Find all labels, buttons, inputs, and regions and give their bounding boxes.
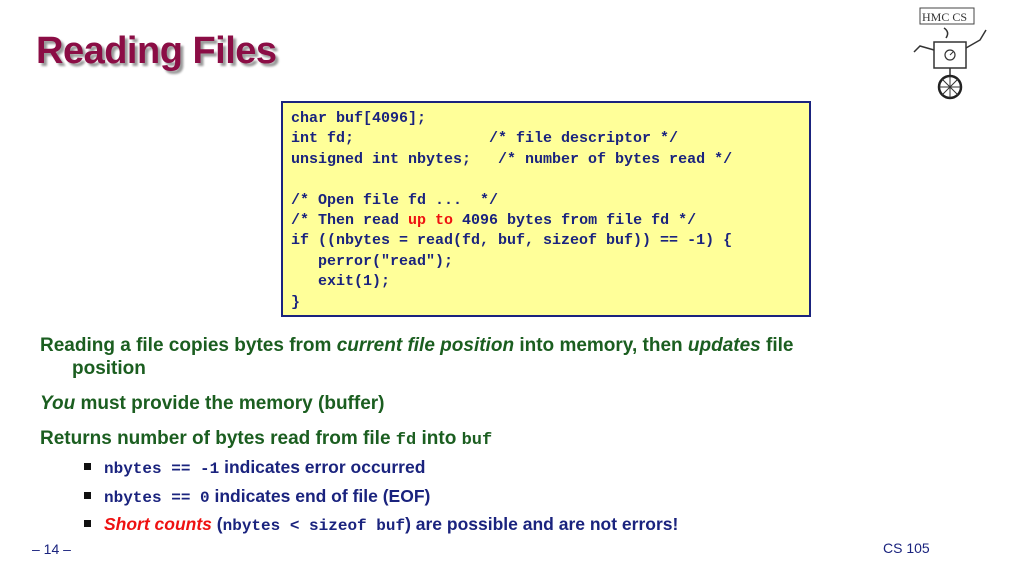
hmc-cs-logo: HMC CS bbox=[913, 7, 987, 100]
bullet-code: nbytes == 0 bbox=[104, 488, 210, 507]
code-line: int fd; /* file descriptor */ bbox=[291, 130, 679, 148]
bullet-list: Reading a file copies bytes from current… bbox=[40, 334, 940, 540]
code-line: if ((nbytes = read(fd, buf, sizeof buf))… bbox=[291, 232, 733, 250]
bullet-text: ) are possible and are not errors! bbox=[405, 514, 679, 534]
bullet-code: nbytes < sizeof buf bbox=[222, 517, 406, 535]
page-number: – 14 – bbox=[32, 541, 71, 557]
code-text: 4096 bytes from file fd */ bbox=[453, 211, 697, 229]
code-text: /* Then read bbox=[291, 211, 409, 229]
sub-bullet-short-counts: Short counts (nbytes < sizeof buf) are p… bbox=[84, 511, 844, 540]
code-line bbox=[291, 170, 809, 190]
code-line: perror("read"); bbox=[291, 252, 454, 270]
bullet-text: ( bbox=[211, 514, 223, 534]
bullet-emphasis: current file position bbox=[336, 335, 515, 356]
code-highlight: up to bbox=[408, 211, 454, 229]
bullet-text: indicates end of file (EOF) bbox=[209, 485, 431, 506]
code-line: } bbox=[291, 293, 301, 311]
code-line: /* Open file fd ... */ bbox=[291, 191, 499, 209]
bullet-returns: Returns number of bytes read from file f… bbox=[40, 427, 940, 452]
sub-bullet-error: nbytes == -1 indicates error occurred bbox=[84, 454, 844, 483]
bullet-provide-memory: You must provide the memory (buffer) bbox=[40, 392, 940, 415]
bullet-text: file bbox=[760, 335, 794, 356]
code-line: char buf[4096]; bbox=[291, 110, 427, 127]
bullet-emphasis: You bbox=[40, 393, 76, 414]
bullet-code: fd bbox=[395, 431, 417, 450]
square-bullet-icon bbox=[84, 491, 91, 499]
code-line: exit(1); bbox=[291, 273, 391, 291]
bullet-continuation: position bbox=[72, 358, 146, 379]
bullet-emphasis: Short counts bbox=[104, 514, 212, 534]
code-block: char buf[4096]; int fd; /* file descript… bbox=[281, 101, 811, 317]
code-line: unsigned int nbytes; /* number of bytes … bbox=[291, 150, 733, 168]
bullet-reading-copies: Reading a file copies bytes from current… bbox=[40, 334, 940, 380]
bullet-text: into bbox=[416, 428, 462, 449]
bullet-text: Returns number of bytes read from file bbox=[40, 428, 396, 449]
bullet-text: into memory, then bbox=[514, 335, 688, 356]
slide-title: Reading Files bbox=[36, 30, 277, 72]
bullet-text: Reading a file copies bytes from bbox=[40, 335, 337, 356]
square-bullet-icon bbox=[84, 463, 91, 470]
bullet-text: must provide the memory (buffer) bbox=[75, 393, 385, 414]
sub-bullet-list: nbytes == -1 indicates error occurred nb… bbox=[84, 454, 844, 540]
course-label: CS 105 bbox=[883, 540, 930, 556]
bullet-text: indicates error occurred bbox=[219, 457, 426, 477]
sub-bullet-eof: nbytes == 0 indicates end of file (EOF) bbox=[84, 483, 844, 512]
code-line: /* Then read up to 4096 bytes from file … bbox=[291, 211, 809, 231]
bullet-code: nbytes == -1 bbox=[104, 460, 220, 478]
bullet-emphasis: updates bbox=[687, 335, 761, 356]
bullet-code: buf bbox=[461, 431, 493, 450]
square-bullet-icon bbox=[84, 520, 91, 527]
logo-text: HMC CS bbox=[922, 10, 967, 24]
